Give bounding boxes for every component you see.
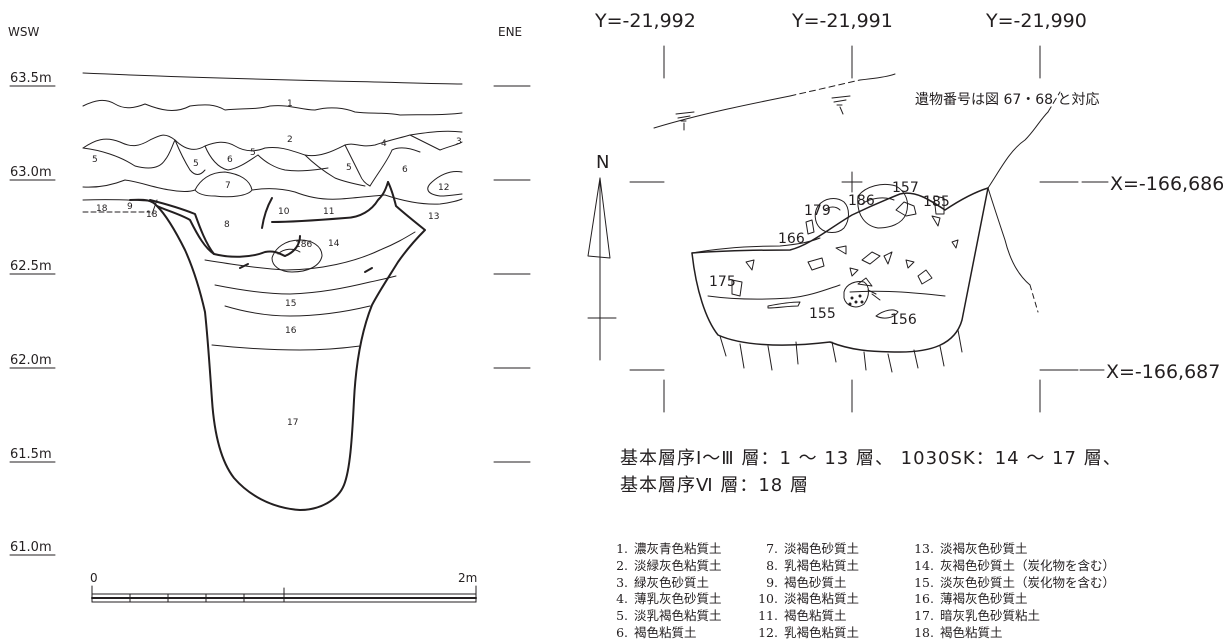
legend-item: 11.褐色粘質土 (758, 608, 847, 624)
layer-number: 14 (328, 239, 340, 249)
x-coordinate-label: X=-166,687 (1106, 361, 1220, 383)
ene-label: ENE (498, 25, 522, 39)
artifact-number: 155 (809, 306, 836, 322)
legend-item: 4.薄乳灰色砂質土 (616, 591, 722, 607)
legend-item: 18.褐色粘質土 (914, 624, 1003, 640)
elevation-label: 62.0m (10, 353, 52, 368)
layer-number: 6 (402, 165, 408, 175)
layer-number: 12 (438, 183, 449, 193)
section-drawing (9, 72, 531, 603)
layer-number: 16 (285, 326, 297, 336)
artifact-note: 遺物番号は図 67・68 と対応 (915, 92, 1100, 108)
elevation-label: 63.0m (10, 165, 52, 180)
layer-number: 7 (225, 181, 231, 191)
elevation-label: 61.5m (10, 447, 52, 462)
plan-labels: Y=-21,992 Y=-21,991 Y=-21,990 X=-166,686… (594, 10, 1223, 383)
legend-item: 16.薄褐灰色砂質土 (914, 591, 1028, 607)
layer-number: 18 (146, 210, 158, 220)
soil-legend: 1.濃灰青色粘質土 7.淡褐色砂質土 13.淡褐灰色砂質土 2.淡緑灰色粘質土 … (602, 538, 1212, 640)
legend-item: 14.灰褐色砂質土（炭化物を含む） (914, 557, 1116, 573)
legend-item: 10.淡褐色粘質土 (758, 591, 860, 607)
section-labels: WSW ENE 63.5m 63.0m 62.5m 62.0m 61.5m 61… (8, 25, 522, 585)
north-label: N (596, 152, 609, 173)
legend-item: 17.暗灰乳色砂質粘土 (914, 608, 1041, 624)
layer-number: 186 (295, 240, 312, 250)
artifact-number: 185 (923, 194, 950, 210)
scale-bar (91, 585, 477, 603)
layer-number: 8 (224, 220, 230, 230)
legend-item: 15.淡灰色砂質土（炭化物を含む） (914, 574, 1116, 590)
elevation-label: 62.5m (10, 259, 52, 274)
plan-drawing (587, 45, 1109, 413)
layer-number: 15 (285, 299, 296, 309)
legend-item: 1.濃灰青色粘質土 (616, 541, 722, 556)
layer-number: 3 (456, 137, 462, 147)
layer-summary-line2: 基本層序Ⅵ 層：18 層 (620, 475, 809, 496)
artifact-number: 175 (709, 274, 736, 290)
layer-number: 6 (227, 155, 233, 165)
wsw-label: WSW (8, 25, 39, 39)
layer-number: 13 (428, 212, 439, 222)
scale-end-label: 2m (458, 571, 477, 585)
artifact-number: 156 (890, 312, 917, 328)
legend-item: 7.淡褐色砂質土 (766, 541, 860, 556)
artifact-number: 157 (892, 180, 919, 196)
legend-item: 12.乳褐色粘質土 (758, 624, 860, 640)
layer-number: 2 (287, 135, 293, 145)
layer-summary-line1: 基本層序Ⅰ～Ⅲ 層：1 ～ 13 層、 1030SK：14 ～ 17 層、 (620, 448, 1122, 469)
layer-number: 10 (278, 207, 290, 217)
legend-item: 13.淡褐灰色砂質土 (914, 541, 1028, 556)
layer-number: 1 (287, 99, 293, 109)
legend-item: 6.褐色粘質土 (616, 624, 697, 640)
y-coordinate-label: Y=-21,992 (594, 10, 696, 32)
x-coordinate-label: X=-166,686 (1110, 173, 1223, 195)
y-coordinate-label: Y=-21,991 (791, 10, 893, 32)
layer-number: 17 (287, 418, 298, 428)
layer-number: 11 (323, 207, 334, 217)
artifact-number: 179 (804, 203, 831, 219)
artifacts (731, 183, 959, 319)
legend-item: 2.淡緑灰色粘質土 (616, 557, 722, 573)
elevation-label: 61.0m (10, 540, 52, 555)
layer-number: 4 (381, 139, 387, 149)
legend-item: 8.乳褐色粘質土 (766, 557, 860, 573)
elevation-ticks (9, 85, 531, 556)
scale-start-label: 0 (90, 571, 98, 585)
layer-number: 5 (250, 148, 256, 158)
y-coordinate-label: Y=-21,990 (985, 10, 1087, 32)
north-arrow (587, 177, 617, 361)
artifact-number: 186 (848, 193, 875, 209)
artifact-number: 166 (778, 231, 805, 247)
legend-item: 3.緑灰色砂質土 (616, 574, 710, 590)
layer-number: 5 (193, 159, 199, 169)
layer-number: 18 (96, 204, 108, 214)
legend-item: 5.淡乳褐色粘質土 (616, 608, 722, 624)
legend-item: 9.褐色砂質土 (766, 574, 847, 590)
layer-number: 5 (346, 163, 352, 173)
layer-number: 5 (92, 155, 98, 165)
layer-number: 9 (127, 202, 133, 212)
elevation-label: 63.5m (10, 71, 52, 86)
